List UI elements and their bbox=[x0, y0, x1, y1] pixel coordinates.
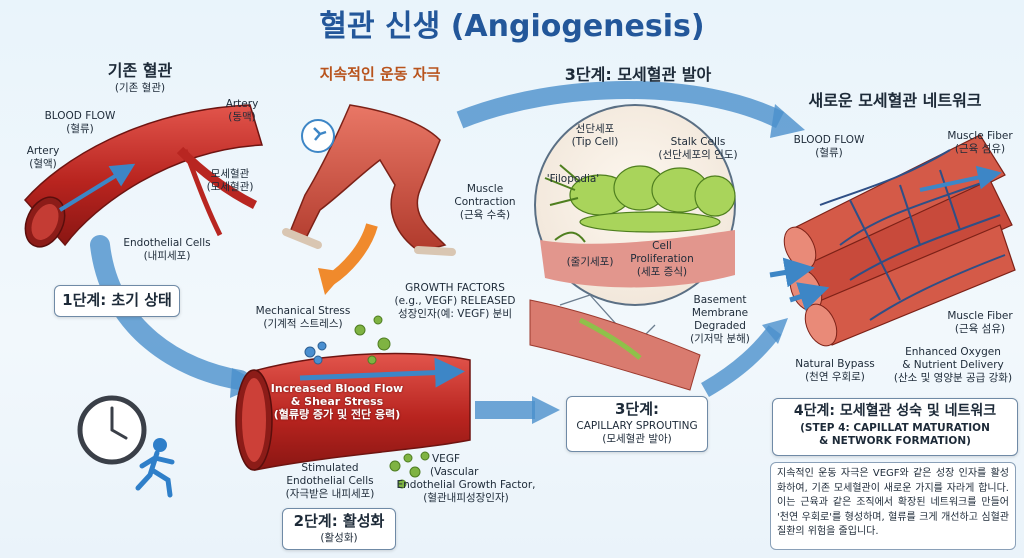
stage3-basement1: Basement bbox=[693, 294, 747, 306]
flow-arrow-1-2 bbox=[90, 235, 250, 390]
stage1-endothelial-ko: (내피세포) bbox=[143, 250, 191, 262]
stage2-gf-line2: (e.g., VEGF) RELEASED bbox=[394, 295, 516, 307]
stage2-stim-cells2: Endothelial Cells bbox=[286, 475, 374, 487]
stage2-step-sub: (활성화) bbox=[320, 532, 358, 544]
stage3-tip-cell-en: (Tip Cell) bbox=[571, 136, 619, 148]
stage1-artery-top-ko: (동맥) bbox=[228, 111, 256, 123]
stage1-artery-left-ko: (혈액) bbox=[29, 158, 57, 170]
flow-arrow-3-4 bbox=[701, 325, 782, 397]
stage4-oxygen1: Enhanced Oxygen bbox=[905, 346, 1001, 358]
stage4-fiber-top-ko: (근육 섬유) bbox=[954, 143, 1006, 155]
stimulus-muscle: Muscle bbox=[466, 183, 504, 195]
stimulus-heading: 지속적인 운동 자극 bbox=[319, 65, 441, 83]
stage4-fiber-top: Muscle Fiber bbox=[947, 130, 1013, 142]
stage3-filopodia: 'Filopodia' bbox=[546, 173, 600, 185]
stage2-gf-line1: GROWTH FACTORS bbox=[405, 282, 505, 294]
stage4-step-label: 4단계: 모세혈관 성숙 및 네트워크 bbox=[793, 403, 997, 419]
stage4-heading: 새로운 모세혈관 네트워크 bbox=[808, 91, 982, 110]
stage3-step-box: 3단계: CAPILLARY SPROUTING (모세혈관 발아) bbox=[566, 396, 708, 452]
stage4-bypass: Natural Bypass bbox=[795, 358, 875, 370]
stage3-stalk: Stalk Cells bbox=[670, 136, 726, 148]
stage4-blood-flow: BLOOD FLOW bbox=[793, 134, 865, 146]
stage1-artery-top: Artery bbox=[225, 98, 259, 110]
muscle-network-illustration bbox=[769, 134, 1016, 347]
stage3-filopodia-ko: (줄기세포) bbox=[566, 256, 614, 268]
stage3-heading: 3단계: 모세혈관 발아 bbox=[564, 65, 712, 84]
stage2-mech-stress-ko: (기계적 스트레스) bbox=[263, 318, 343, 330]
page-title: 혈관 신생 (Angiogenesis) bbox=[319, 9, 705, 44]
running-legs-illustration bbox=[282, 104, 456, 256]
stage2-vessel-line1: Increased Blood Flow bbox=[270, 382, 404, 395]
stage4-oxygen2: & Nutrient Delivery bbox=[902, 359, 1004, 371]
stimulus-contraction-ko: (근육 수축) bbox=[459, 209, 511, 221]
summary-paragraph: 지속적인 운동 자극은 VEGF와 같은 성장 인자를 활성화하여, 기존 모세… bbox=[770, 462, 1016, 550]
stage2-step-box: 2단계: 활성화 (활성화) bbox=[282, 508, 396, 550]
vegf-molecules bbox=[354, 315, 430, 489]
stage3-basement3: Degraded bbox=[694, 320, 746, 332]
stage1-endothelial: Endothelial Cells bbox=[123, 237, 211, 249]
stage3-step-en: CAPILLARY SPROUTING bbox=[576, 420, 698, 432]
stage2-vegf3: Endothelial Growth Factor, bbox=[396, 479, 536, 491]
activated-vessel-illustration bbox=[235, 352, 471, 471]
existing-vessel-illustration bbox=[23, 104, 263, 248]
sprouting-zoom-illustration bbox=[529, 104, 736, 391]
stage3-basement-ko: (기저막 분해) bbox=[690, 333, 750, 345]
stage4-step-box: 4단계: 모세혈관 성숙 및 네트워크 (STEP 4: CAPILLAT MA… bbox=[772, 398, 1018, 456]
stage2-vessel-line2: & Shear Stress bbox=[290, 395, 384, 408]
stage4-bypass-ko: (천연 우회로) bbox=[805, 371, 865, 383]
stage4-fiber-bottom: Muscle Fiber bbox=[947, 310, 1013, 322]
stage2-vessel-ko: (혈류량 증가 및 전단 응력) bbox=[273, 408, 401, 421]
stage2-stim-cells-ko: (자극받은 내피세포) bbox=[285, 488, 375, 500]
stage2-gf-ko: 성장인자(예: VEGF) 분비 bbox=[397, 308, 513, 320]
stage3-prolif1: Cell bbox=[652, 240, 672, 252]
stage3-step-label: 3단계: bbox=[614, 400, 660, 418]
stage3-stalk-ko: (선단세포의 인도) bbox=[658, 149, 738, 161]
stage2-vegf2: (Vascular bbox=[430, 466, 479, 478]
stage3-basement2: Membrane bbox=[691, 307, 749, 319]
flow-arrow-to-4 bbox=[456, 81, 785, 129]
stage1-capillary: 모세혈관 bbox=[210, 168, 250, 180]
stage1-step-label: 1단계: 초기 상태 bbox=[62, 291, 172, 309]
stage4-step-en1: (STEP 4: CAPILLAT MATURATION bbox=[800, 422, 990, 434]
stage1-artery-left: Artery bbox=[26, 145, 60, 157]
stage2-step-label: 2단계: 활성화 bbox=[293, 512, 385, 530]
stage4-fiber-bottom-ko: (근육 섬유) bbox=[954, 323, 1006, 335]
stimulus-contraction: Contraction bbox=[454, 196, 516, 208]
stage4-step-en2: & NETWORK FORMATION) bbox=[819, 435, 971, 447]
clock-illustration bbox=[77, 395, 175, 498]
stage3-prolif-ko: (세포 증식) bbox=[636, 266, 688, 278]
stage4-blood-flow-ko: (혈류) bbox=[815, 147, 843, 159]
stage1-blood-flow-ko: (혈류) bbox=[66, 123, 94, 135]
stage2-mech-stress: Mechanical Stress bbox=[255, 305, 351, 317]
stage4-oxygen-ko: (산소 및 영양분 공급 강화) bbox=[893, 372, 1013, 384]
stage1-heading: 기존 혈관 bbox=[107, 61, 173, 80]
stage1-heading-sub: (기존 혈관) bbox=[114, 82, 166, 94]
stage1-step-box: 1단계: 초기 상태 bbox=[54, 285, 180, 317]
stage3-prolif2: Proliferation bbox=[630, 253, 694, 265]
stage2-vegf-ko: (혈관내피성장인자) bbox=[423, 492, 509, 504]
stage1-blood-flow: BLOOD FLOW bbox=[44, 110, 116, 122]
stage2-stim-cells1: Stimulated bbox=[301, 462, 359, 474]
stage2-vegf1: VEGF bbox=[432, 453, 460, 465]
stage3-tip-cell: 선단세포 bbox=[575, 123, 615, 135]
stage3-step-ko: (모세혈관 발아) bbox=[602, 433, 672, 445]
stage1-capillary-ko: (모세혈관) bbox=[206, 181, 254, 193]
